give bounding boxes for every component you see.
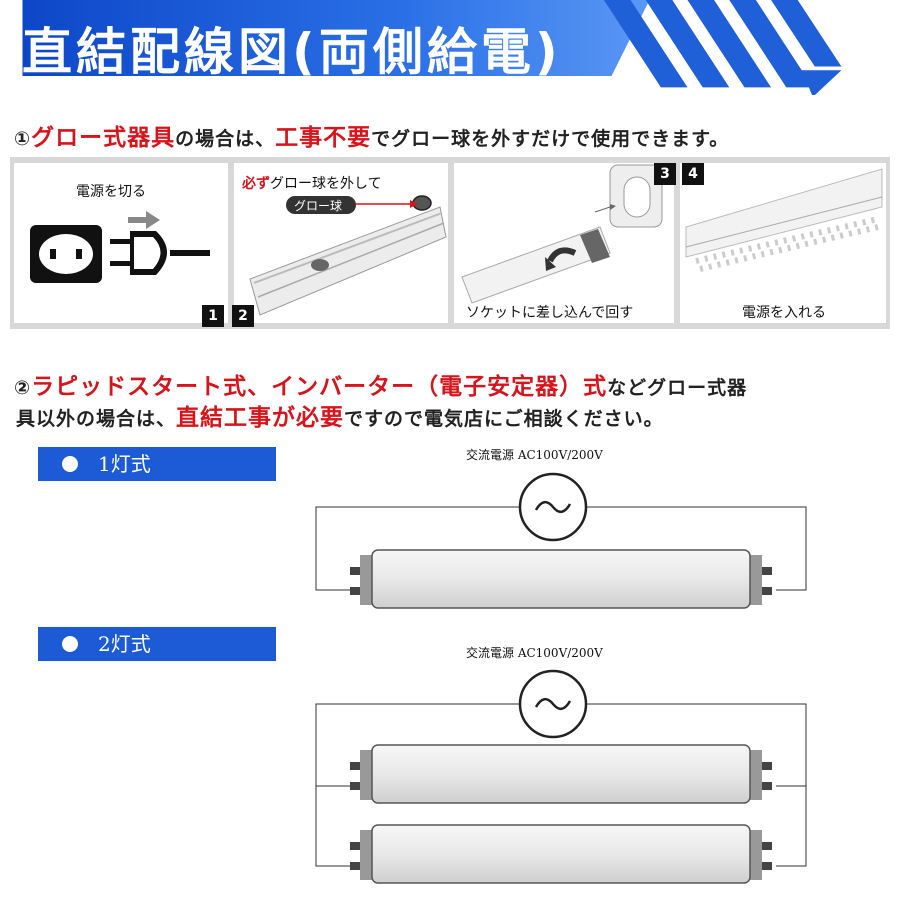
section1-highlight-nowork: 工事不要 bbox=[275, 125, 372, 151]
single-lamp-power-source-label: 交流電源 AC100V/200V bbox=[466, 448, 603, 462]
step2-number: 2 bbox=[232, 305, 254, 327]
section2-text2: 具以外の場合は、 bbox=[16, 408, 177, 430]
steps-strip: 電源を切る 1 必ずグロー球を外して グロー球 2 ソケットに差し込んで回す 3… bbox=[10, 157, 890, 329]
section1-text2: でグロー球を外すだけで使用できます。 bbox=[371, 128, 730, 150]
led-tube bbox=[371, 744, 751, 804]
section1-number: ① bbox=[14, 128, 32, 150]
single-lamp-tag: 1灯式 bbox=[38, 447, 276, 481]
section2-heading-line2: 具以外の場合は、直結工事が必要ですので電気店にご相談ください。 bbox=[16, 398, 664, 432]
step1-caption: 電源を切る bbox=[76, 184, 146, 200]
bullet-icon bbox=[62, 456, 78, 472]
double-lamp-circuit bbox=[315, 669, 807, 884]
section1-highlight-glow: グロー式器具 bbox=[31, 125, 176, 151]
step3-caption: ソケットに差し込んで回す bbox=[466, 305, 634, 321]
section2-highlight-types: ラピッドスタート式、インバーター（電子安定器）式 bbox=[31, 374, 608, 400]
section2-highlight-work: 直結工事が必要 bbox=[176, 405, 345, 431]
section2-text1: などグロー式器 bbox=[607, 377, 748, 399]
section2-heading-line1: ②ラピッドスタート式、インバーター（電子安定器）式などグロー式器 bbox=[14, 367, 747, 401]
step2-glow-label: グロー球 bbox=[294, 199, 343, 213]
step2-caption-text: グロー球を外して bbox=[270, 176, 382, 192]
double-lamp-label: 2灯式 bbox=[98, 632, 151, 656]
section2-text3: ですので電気店にご相談ください。 bbox=[344, 408, 664, 430]
led-tube bbox=[371, 824, 751, 884]
step1-number: 1 bbox=[202, 305, 224, 327]
step2-caption-must: 必ず bbox=[242, 176, 270, 192]
step4-number: 4 bbox=[682, 163, 704, 185]
step3-number: 3 bbox=[654, 163, 676, 185]
step2-caption: 必ずグロー球を外して bbox=[242, 173, 382, 193]
bullet-icon bbox=[62, 636, 78, 652]
double-lamp-tag: 2灯式 bbox=[38, 627, 276, 661]
single-lamp-label: 1灯式 bbox=[98, 452, 151, 476]
header-banner bbox=[22, 0, 842, 95]
section1-heading: ①グロー式器具の場合は、工事不要でグロー球を外すだけで使用できます。 bbox=[14, 118, 729, 152]
section2-number: ② bbox=[14, 377, 32, 399]
step4-caption: 電源を入れる bbox=[742, 305, 826, 321]
led-tube bbox=[371, 549, 751, 609]
page-title: 直結配線図(両側給電) bbox=[22, 23, 562, 81]
section1-text1: の場合は、 bbox=[175, 128, 276, 150]
single-lamp-circuit bbox=[315, 472, 807, 609]
double-lamp-power-source-label: 交流電源 AC100V/200V bbox=[466, 646, 603, 660]
